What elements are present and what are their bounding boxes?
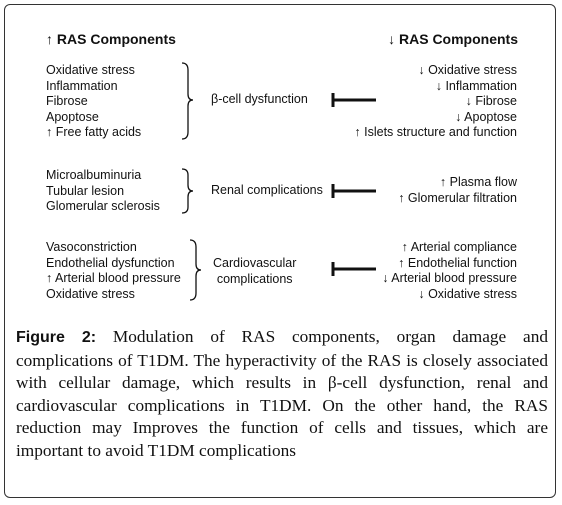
list-item: ↑ Arterial blood pressure <box>46 271 181 285</box>
list-item: Microalbuminuria <box>46 168 142 182</box>
renal-complications-label: Renal complications <box>211 183 323 197</box>
list-item: ↓ Apoptose <box>455 109 517 124</box>
list-item: ↓ Inflammation <box>435 78 517 93</box>
list-item: Glomerular sclerosis <box>46 199 160 213</box>
figure-caption: Figure 2: Modulation of RAS components, … <box>16 326 548 462</box>
beta-cell-protective-list: ↓ Oxidative stress ↓ Inflammation ↓ Fibr… <box>354 63 517 141</box>
list-item: ↑ Endothelial function <box>398 255 517 270</box>
list-item: Fibrose <box>46 94 88 108</box>
list-item: Tubular lesion <box>46 183 125 198</box>
beta-cell-bracket <box>181 62 194 140</box>
figure-label: Figure 2: <box>16 329 97 346</box>
list-item: ↑ Arterial compliance <box>401 240 517 254</box>
figure-frame <box>4 4 556 498</box>
header-decreased-ras: ↓ RAS Components <box>388 31 518 47</box>
beta-cell-causes-list: Oxidative stress Inflammation Fibrose Ap… <box>46 63 141 141</box>
beta-cell-dysfunction-label: β-cell dysfunction <box>211 92 308 106</box>
renal-inhibition-arrow <box>331 184 376 198</box>
list-item: ↑ Free fatty acids <box>46 125 142 139</box>
cardiovascular-protective-list: ↑ Arterial compliance ↑ Endothelial func… <box>382 240 517 302</box>
list-item: Inflammation <box>46 78 118 93</box>
list-item: ↑ Glomerular filtration <box>398 190 517 205</box>
list-item: ↓ Fibrose <box>465 94 517 108</box>
cardiovascular-causes-list: Vasoconstriction Endothelial dysfunction… <box>46 240 181 302</box>
list-item: Apoptose <box>46 109 99 124</box>
renal-bracket <box>181 168 194 214</box>
list-item: Oxidative stress <box>46 286 135 301</box>
list-item: ↑ Plasma flow <box>439 175 517 189</box>
list-item: ↓ Arterial blood pressure <box>382 271 517 285</box>
beta-cell-inhibition-arrow <box>331 93 376 107</box>
cardiovascular-inhibition-arrow <box>331 262 376 276</box>
list-item: Vasoconstriction <box>46 240 137 254</box>
cardiovascular-complications-label: Cardiovascular complications <box>213 256 297 286</box>
list-item: Oxidative stress <box>46 63 135 77</box>
list-item: Endothelial dysfunction <box>46 255 175 270</box>
header-increased-ras: ↑ RAS Components <box>46 31 176 47</box>
list-item: ↓ Oxidative stress <box>418 286 517 301</box>
list-item: ↑ Islets structure and function <box>354 125 517 139</box>
cardiovascular-bracket <box>189 239 202 301</box>
renal-protective-list: ↑ Plasma flow ↑ Glomerular filtration <box>398 175 517 206</box>
list-item: ↓ Oxidative stress <box>418 63 517 77</box>
caption-text: Modulation of RAS components, organ dama… <box>16 327 548 460</box>
renal-causes-list: Microalbuminuria Tubular lesion Glomerul… <box>46 168 160 215</box>
